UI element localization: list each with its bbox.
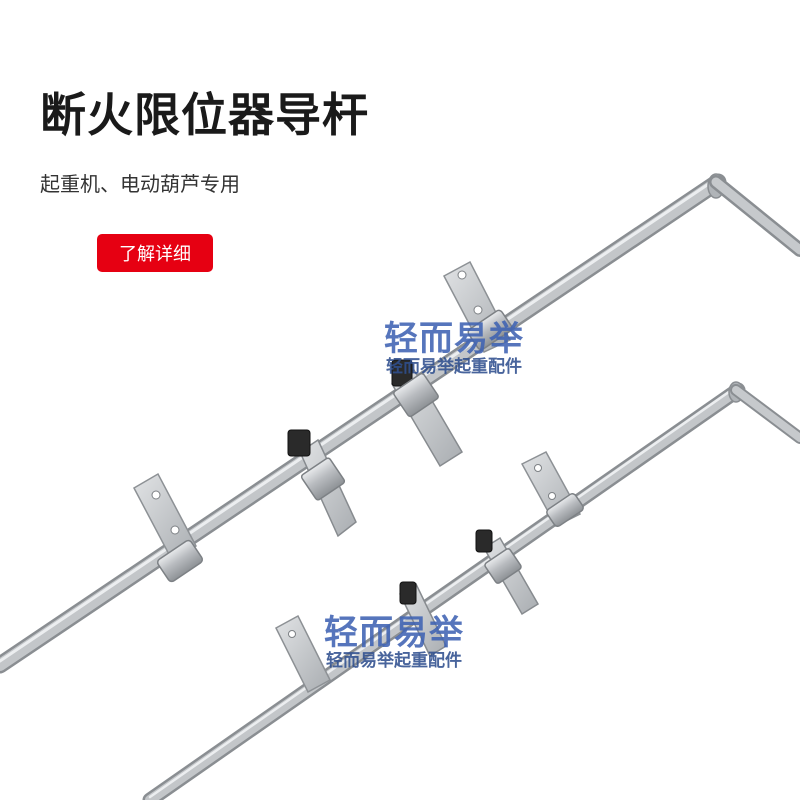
watermark-caption: 轻而易举起重配件 <box>386 356 522 377</box>
page-subtitle: 起重机、电动葫芦专用 <box>40 172 240 196</box>
lower-right-mounting-bracket <box>520 451 584 527</box>
watermark-lower: 轻而易举 轻而易举起重配件 <box>308 613 480 671</box>
lower-middle-stop-block <box>399 581 447 658</box>
upper-set-screw <box>287 429 311 457</box>
upper-right-stop-block <box>390 359 464 468</box>
watermark-brand: 轻而易举 <box>324 613 464 653</box>
upper-left-mounting-bracket <box>133 472 204 583</box>
watermark-upper: 轻而易举 轻而易举起重配件 <box>368 319 540 377</box>
upper-middle-stop-block <box>287 429 357 538</box>
page-title: 断火限位器导杆 <box>40 88 369 142</box>
watermark-caption: 轻而易举起重配件 <box>326 650 462 671</box>
upper-rod <box>0 173 800 674</box>
learn-more-button[interactable]: 了解详细 <box>97 234 213 272</box>
upper-right-mounting-bracket <box>442 260 513 353</box>
lower-left-mounting-bracket <box>275 614 331 694</box>
lower-rod <box>142 381 800 800</box>
lower-set-screw <box>399 581 417 605</box>
watermark-brand: 轻而易举 <box>384 319 524 359</box>
lower-right-stop-block <box>475 529 540 616</box>
